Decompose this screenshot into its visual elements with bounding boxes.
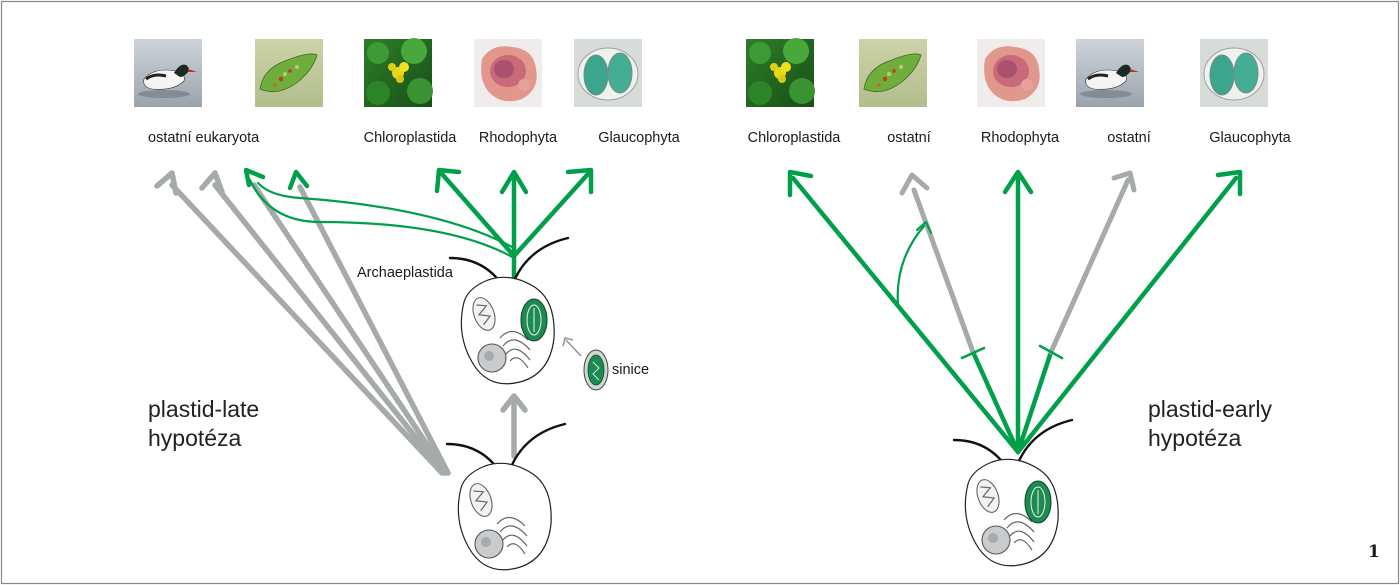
label-ostatni: ostatní: [887, 130, 931, 146]
cyanobacterium-cell: [584, 350, 608, 390]
plastid-late-subtitle: hypotéza: [148, 425, 242, 451]
label-chloroplastida: Chloroplastida: [364, 130, 458, 146]
label-ostatni-eukaryota: ostatní eukaryota: [148, 130, 260, 146]
euglena-photo: [859, 39, 927, 107]
label-glaucophyta: Glaucophyta: [1209, 130, 1291, 146]
label-ostatni: ostatní: [1107, 130, 1151, 146]
label-glaucophyta: Glaucophyta: [598, 130, 680, 146]
red-alga-photo: [977, 39, 1045, 107]
left-photo-row: [134, 38, 642, 107]
duck-photo: [1076, 39, 1144, 107]
label-rhodophyta: Rhodophyta: [479, 130, 558, 146]
page-number: 1: [1368, 542, 1380, 562]
plant-photo: [364, 38, 433, 107]
plant-photo: [746, 38, 815, 107]
plastid-early-subtitle: hypotéza: [1148, 425, 1242, 451]
glaucophyte-photo: [1200, 39, 1268, 107]
label-archaeplastida: Archaeplastida: [357, 265, 454, 281]
glaucophyte-photo: [574, 39, 642, 107]
duck-photo: [134, 39, 202, 107]
engulf-arrow: [566, 340, 581, 356]
archaeplastid-cell: [450, 238, 568, 384]
plastid-early-title: plastid-early: [1148, 396, 1272, 422]
plastid-late-title: plastid-late: [148, 396, 259, 422]
label-chloroplastida: Chloroplastida: [748, 130, 842, 146]
left-taxa-labels: ostatní eukaryota Chloroplastida Rhodoph…: [148, 130, 681, 146]
right-taxa-labels: Chloroplastida ostatní Rhodophyta ostatn…: [748, 130, 1292, 146]
ancestral-eukaryote-cell: [447, 424, 565, 570]
label-rhodophyta: Rhodophyta: [981, 130, 1060, 146]
red-alga-photo: [474, 39, 542, 107]
label-sinice: sinice: [612, 362, 649, 378]
euglena-photo: [255, 39, 323, 107]
right-photo-row: [746, 38, 1268, 107]
